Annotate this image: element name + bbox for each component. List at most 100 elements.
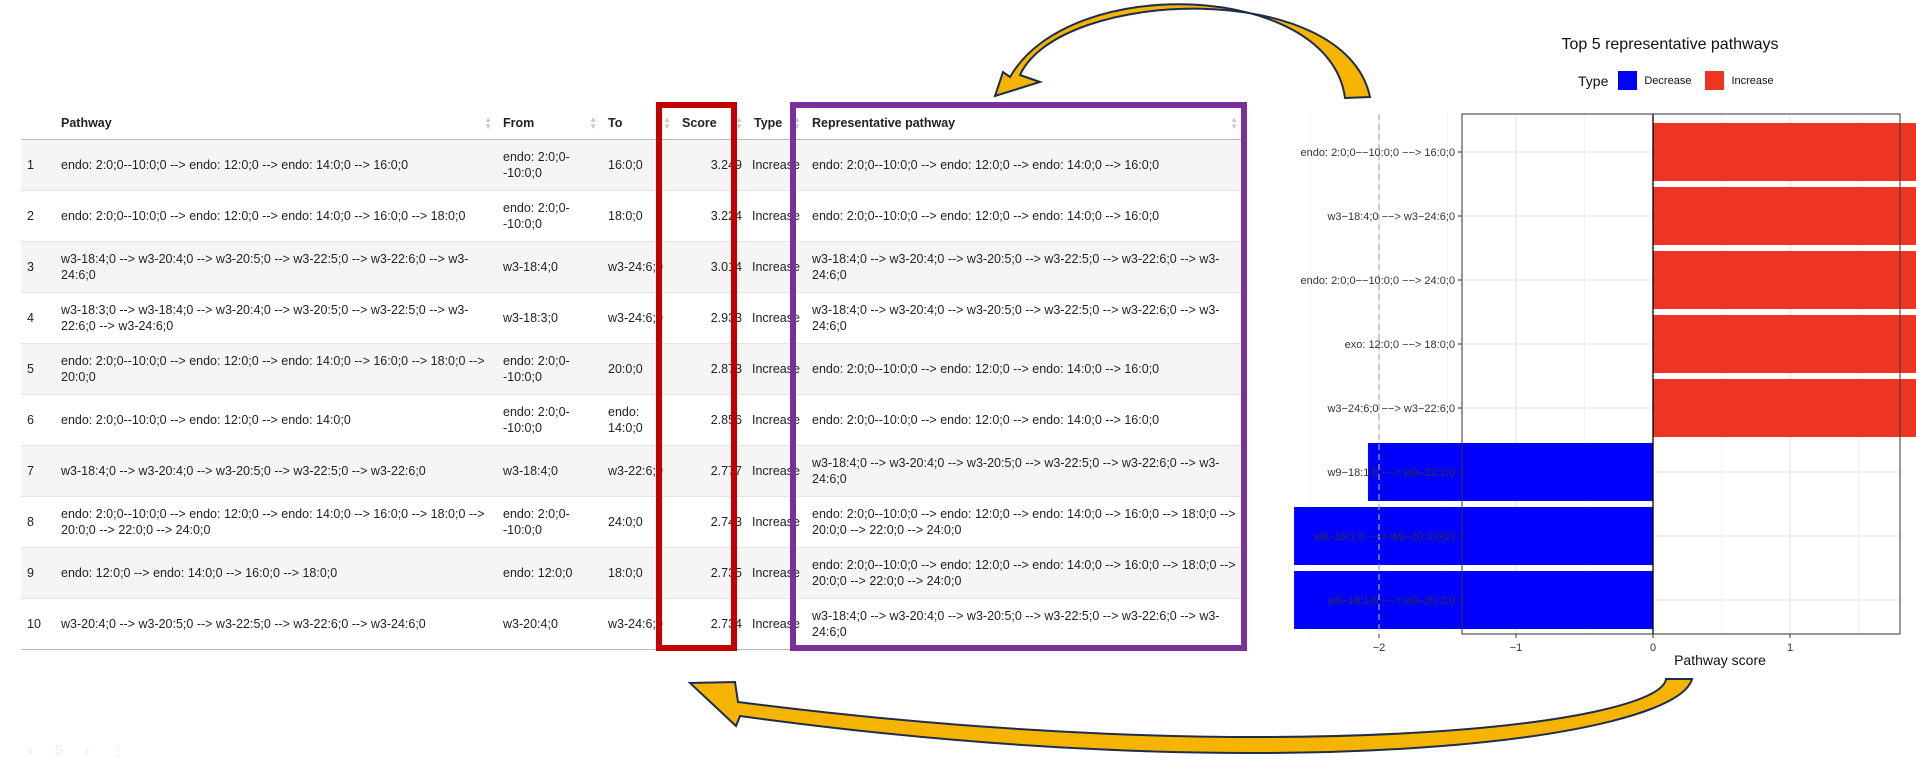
- y-tick-label: w9−18:1;0 −−> w9−20:3;0(2): [1313, 531, 1455, 543]
- representative-pathway-cell: w3-18:4;0 --> w3-20:4;0 --> w3-20:5;0 --…: [806, 445, 1243, 497]
- from-cell: w3-18:3;0: [497, 292, 602, 344]
- type-cell: Increase: [748, 139, 806, 191]
- row-index: 6: [21, 394, 55, 446]
- to-cell: 18:0;0: [602, 547, 676, 599]
- row-index: 10: [21, 598, 55, 650]
- bar-4: [1653, 315, 1916, 373]
- type-cell: Increase: [748, 241, 806, 293]
- type-cell: Increase: [748, 598, 806, 650]
- y-tick-label: w3−18:4;0 −−> w3−24:6;0: [1326, 211, 1455, 223]
- column-header-representative-pathway[interactable]: Representative pathway▲▼: [806, 107, 1243, 140]
- table-header-row: Pathway▲▼ From▲▼ To▲▼ Score▲▼ Type▲▼ Rep…: [21, 107, 1243, 140]
- table-row: 7 w3-18:4;0 --> w3-20:4;0 --> w3-20:5;0 -…: [21, 445, 1243, 497]
- sort-arrows-icon[interactable]: ▲▼: [484, 115, 492, 131]
- type-cell: Increase: [748, 445, 806, 497]
- bar-7: [1294, 507, 1653, 565]
- legend-label-increase: Increase: [1731, 74, 1774, 87]
- pathway-cell: endo: 2:0;0--10:0;0 --> endo: 12:0;0 -->…: [55, 190, 497, 242]
- from-cell: endo: 2:0;0--10:0;0: [497, 343, 602, 395]
- sort-arrows-icon[interactable]: ▲▼: [589, 115, 597, 131]
- score-cell: 3.224: [676, 190, 748, 242]
- representative-pathway-cell: endo: 2:0;0--10:0;0 --> endo: 12:0;0 -->…: [806, 190, 1243, 242]
- type-cell: Increase: [748, 547, 806, 599]
- pathway-cell: w3-18:3;0 --> w3-18:4;0 --> w3-20:4;0 --…: [55, 292, 497, 344]
- type-cell: Increase: [748, 292, 806, 344]
- row-index: 4: [21, 292, 55, 344]
- from-cell: endo: 2:0;0--10:0;0: [497, 139, 602, 191]
- type-cell: Increase: [748, 343, 806, 395]
- prev-page-button[interactable]: ‹: [28, 742, 33, 758]
- score-cell: 3.014: [676, 241, 748, 293]
- representative-pathway-cell: endo: 2:0;0--10:0;0 --> endo: 12:0;0 -->…: [806, 139, 1243, 191]
- score-cell: 2.743: [676, 496, 748, 548]
- score-cell: 3.249: [676, 139, 748, 191]
- y-tick-label: exo: 12:0;0 −−> 18:0;0: [1345, 339, 1455, 351]
- sort-arrows-icon[interactable]: ▲▼: [663, 115, 671, 131]
- from-cell: w3-18:4;0: [497, 445, 602, 497]
- representative-pathway-cell: w3-18:4;0 --> w3-20:4;0 --> w3-20:5;0 --…: [806, 598, 1243, 650]
- bar-6: [1368, 443, 1653, 501]
- bar-2: [1653, 187, 1916, 245]
- table-row: 3 w3-18:4;0 --> w3-20:4;0 --> w3-20:5;0 -…: [21, 241, 1243, 293]
- to-cell: 24:0;0: [602, 496, 676, 548]
- representative-pathway-cell: endo: 2:0;0--10:0;0 --> endo: 12:0;0 -->…: [806, 394, 1243, 446]
- pathway-table: Pathway▲▼ From▲▼ To▲▼ Score▲▼ Type▲▼ Rep…: [21, 107, 1243, 650]
- score-cell: 2.873: [676, 343, 748, 395]
- sort-arrows-icon[interactable]: ▲▼: [793, 115, 801, 131]
- column-header-pathway[interactable]: Pathway▲▼: [55, 107, 497, 140]
- next-page-button[interactable]: ›: [84, 742, 90, 758]
- x-tick-label: −1: [1510, 642, 1523, 654]
- row-index: 3: [21, 241, 55, 293]
- from-cell: endo: 2:0;0--10:0;0: [497, 496, 602, 548]
- column-header-type[interactable]: Type▲▼: [748, 107, 806, 140]
- to-cell: w3-24:6;0: [602, 598, 676, 650]
- score-cell: 2.735: [676, 547, 748, 599]
- column-header-from[interactable]: From▲▼: [497, 107, 602, 140]
- column-header-index: [21, 107, 55, 140]
- legend-swatch-increase: [1705, 71, 1725, 90]
- chart-legend: Type Decrease Increase: [1578, 71, 1788, 90]
- row-index: 1: [21, 139, 55, 191]
- from-cell: w3-18:4;0: [497, 241, 602, 293]
- pathway-cell: endo: 2:0;0--10:0;0 --> endo: 12:0;0 -->…: [55, 496, 497, 548]
- type-cell: Increase: [748, 496, 806, 548]
- representative-pathway-cell: w3-18:4;0 --> w3-20:4;0 --> w3-20:5;0 --…: [806, 241, 1243, 293]
- pathway-cell: w3-20:4;0 --> w3-20:5;0 --> w3-22:5;0 --…: [55, 598, 497, 650]
- bar-3: [1653, 251, 1916, 309]
- score-cell: 2.933: [676, 292, 748, 344]
- sort-arrows-icon[interactable]: ▲▼: [1230, 115, 1238, 131]
- row-index: 7: [21, 445, 55, 497]
- plot-border: [1461, 113, 1901, 635]
- legend-swatch-decrease: [1618, 71, 1638, 90]
- to-cell: w3-24:6;0: [602, 241, 676, 293]
- to-cell: endo: 14:0;0: [602, 394, 676, 446]
- y-tick-label: endo: 2:0;0−−10:0;0 −−> 16:0;0: [1301, 147, 1455, 159]
- to-cell: w3-24:6;0: [602, 292, 676, 344]
- from-cell: endo: 2:0;0--10:0;0: [497, 394, 602, 446]
- column-header-to[interactable]: To▲▼: [602, 107, 676, 140]
- column-header-score[interactable]: Score▲▼: [676, 107, 748, 140]
- y-tick-label: endo: 2:0;0−−10:0;0 −−> 24:0;0: [1301, 275, 1455, 287]
- score-cell: 2.777: [676, 445, 748, 497]
- sort-arrows-icon[interactable]: ▲▼: [735, 115, 743, 131]
- score-cell: 2.734: [676, 598, 748, 650]
- pathway-cell: endo: 2:0;0--10:0;0 --> endo: 12:0;0 -->…: [55, 139, 497, 191]
- from-cell: endo: 12:0;0: [497, 547, 602, 599]
- to-cell: w3-22:6;0: [602, 445, 676, 497]
- table-pagination: ‹ 5 › ⋮: [28, 742, 125, 759]
- type-cell: Increase: [748, 394, 806, 446]
- x-tick-label: 0: [1650, 642, 1656, 654]
- page-number[interactable]: 5: [54, 742, 63, 758]
- pathway-cell: endo: 2:0;0--10:0;0 --> endo: 12:0;0 -->…: [55, 343, 497, 395]
- y-tick-label: w9−18:1;0 −−> w9−22:1;0: [1326, 467, 1455, 479]
- to-cell: 18:0;0: [602, 190, 676, 242]
- pathway-cell: endo: 12:0;0 --> endo: 14:0;0 --> 16:0;0…: [55, 547, 497, 599]
- bar-1: [1653, 123, 1916, 181]
- row-index: 8: [21, 496, 55, 548]
- x-axis-label: Pathway score: [1674, 652, 1766, 668]
- more-options-icon[interactable]: ⋮: [111, 742, 126, 758]
